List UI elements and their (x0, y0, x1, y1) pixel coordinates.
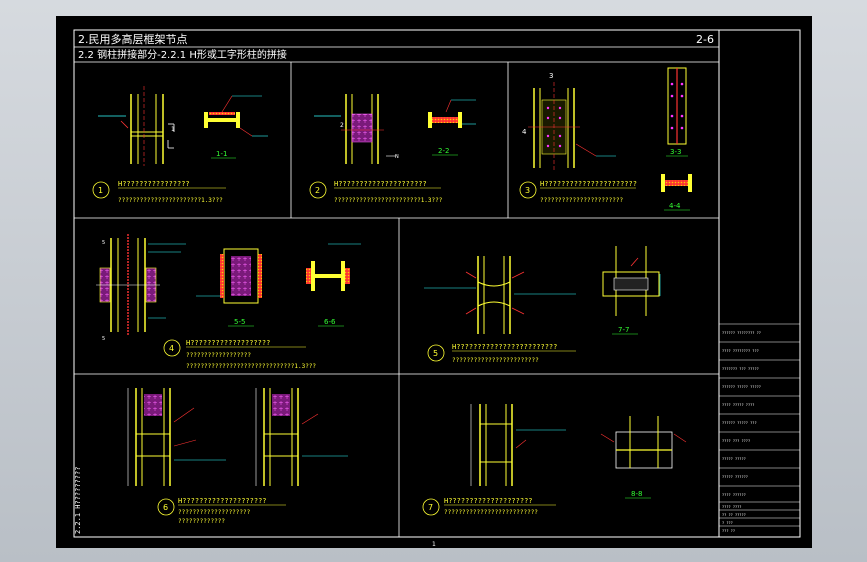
svg-text:3: 3 (549, 72, 553, 80)
detail-4-caption-2: ?????????????????? (186, 352, 251, 359)
svg-text:1: 1 (98, 186, 103, 195)
detail-4: 5 5 5-5 6-6 (96, 234, 361, 370)
svg-text:6: 6 (163, 503, 168, 512)
title-block-bottom-row: ??? ?? (722, 529, 735, 533)
title-block-bottom-row: ? ??? (722, 521, 733, 525)
title-block-row: ???? ??? ???? (722, 439, 750, 443)
title-block-row: ???? ???????? ??? (722, 349, 759, 353)
svg-text:1: 1 (171, 126, 175, 133)
title-block-bottom-row: ???? ???? (722, 505, 741, 509)
drawing-canvas[interactable]: + 2.民用多高层框架节点 2.2 钢柱拼接部分-2.2.1 H形或工字形柱的拼… (56, 16, 812, 548)
svg-text:7: 7 (428, 503, 433, 512)
detail-2: N 2 2-2 2 H????????????????????? ???????… (309, 94, 476, 204)
cad-drawing: + 2.民用多高层框架节点 2.2 钢柱拼接部分-2.2.1 H形或工字形柱的拼… (73, 29, 801, 548)
detail-1: 1 1-1 1 H???????????????? ??????? (92, 86, 268, 204)
detail-3: 3 4 3-3 4-4 3 H?????????????????????? (519, 67, 692, 211)
svg-text:5: 5 (102, 336, 105, 342)
svg-text:5: 5 (102, 240, 105, 246)
title-block-row: ????? ????? (722, 457, 746, 461)
title-block-row: ???? ?????? (722, 493, 746, 497)
title-block-row: ??????? ??? ????? (722, 367, 759, 371)
detail-4-caption-3: ??????????????????????????????1.3??? (186, 363, 316, 370)
detail-2-caption-2: ????????????????????????1.3??? (334, 197, 443, 204)
detail-2-caption-1: H????????????????????? (334, 180, 427, 188)
title-block-row: ???? ????? ???? (722, 403, 754, 407)
title-block-row: ?????? ????? ????? (722, 385, 761, 389)
detail-7-caption-1: H???????????????????? (444, 497, 533, 505)
title-block-row: ?????? ????? ??? (722, 421, 757, 425)
svg-text:4: 4 (522, 128, 527, 136)
detail-6-caption-2: ???????????????????? (178, 509, 251, 516)
left-margin-text: 2.2.1 H????????? (74, 467, 82, 534)
sheet-title-2: 2.2 钢柱拼接部分-2.2.1 H形或工字形柱的拼接 (78, 48, 287, 61)
section-5-5: 5-5 (234, 318, 245, 326)
outer-frame (73, 29, 801, 538)
svg-text:2: 2 (315, 186, 320, 195)
title-block-bottom-row: ?? ?? ????? (722, 513, 746, 517)
detail-5-caption-1: H???????????????????????? (452, 343, 557, 351)
svg-text:3: 3 (525, 186, 530, 195)
detail-3-caption-1: H?????????????????????? (540, 180, 637, 188)
detail-5: 7-7 5 H???????????????????????? ????????… (424, 246, 661, 364)
svg-text:4: 4 (169, 344, 174, 353)
section-6-6: 6-6 (324, 318, 336, 326)
detail-3-caption-2: ??????????????????????? (540, 197, 623, 204)
detail-6-caption-1: H???????????????????? (178, 497, 267, 505)
sheet-number: 2-6 (696, 33, 714, 46)
detail-5-caption-2: ???????????????????????? (452, 357, 539, 364)
detail-4-caption-1: H??????????????????? (186, 339, 270, 347)
detail-7-caption-2: ?????????????????????????? (444, 509, 538, 516)
title-block: ?????? ???????? ?????? ???????? ????????… (719, 323, 800, 533)
section-8-8: 8-8 (631, 490, 642, 498)
svg-text:5: 5 (433, 349, 438, 358)
sheet-title-1: 2.民用多高层框架节点 (78, 32, 188, 46)
section-4-4: 4-4 (669, 202, 681, 210)
detail-6-caption-3: ????????????? (178, 518, 225, 525)
title-block-row: ?????? ???????? ?? (722, 331, 761, 335)
title-block-row: ????? ?????? (722, 475, 748, 479)
detail-1-caption-1: H???????????????? (118, 180, 190, 188)
detail-6: 6 H???????????????????? ????????????????… (127, 388, 348, 525)
section-3-3: 3-3 (670, 148, 681, 156)
svg-text:2: 2 (340, 122, 344, 129)
svg-text:N: N (395, 154, 399, 160)
detail-7: 8-8 7 H???????????????????? ????????????… (422, 404, 687, 516)
section-2-2: 2-2 (438, 147, 449, 155)
section-1-1: 1-1 (216, 150, 227, 158)
detail-1-caption-2: ???????????????????????1.3??? (118, 197, 223, 204)
section-7-7: 7-7 (618, 326, 629, 334)
page-number: 1 (432, 541, 436, 548)
